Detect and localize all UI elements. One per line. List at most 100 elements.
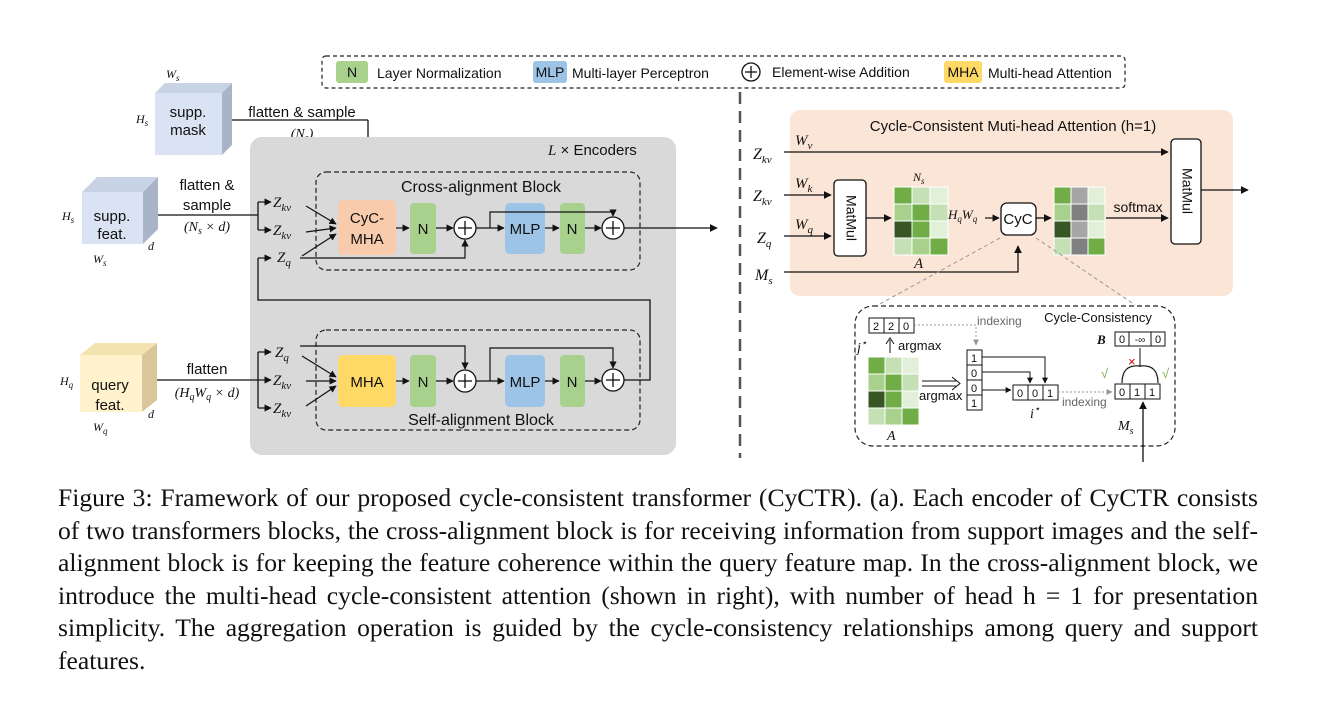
svg-text:1: 1: [971, 398, 977, 410]
support-feature-cube: supp. feat. Hs d Ws: [61, 177, 158, 268]
inset-matrix-a: [867, 356, 920, 426]
svg-text:0: 0: [903, 321, 909, 333]
svg-text:MatMul: MatMul: [1179, 168, 1195, 214]
support-mask-block: Ws supp. mask Hs: [135, 67, 232, 155]
legend-mha-text: Multi-head Attention: [988, 65, 1112, 81]
svg-text:0: 0: [1119, 334, 1125, 346]
svg-text:√: √: [1101, 366, 1109, 381]
legend-mha-swatch: [944, 61, 982, 83]
svg-text:1: 1: [1134, 387, 1140, 399]
svg-text:MatMul: MatMul: [843, 195, 859, 241]
svg-text:√: √: [1162, 366, 1170, 381]
row-i-star: 0 0 1: [1012, 384, 1059, 401]
self-alignment-title: Self-alignment Block: [408, 412, 555, 429]
cross-alignment-block: [315, 171, 641, 271]
svg-text:×: ×: [1128, 354, 1136, 369]
svg-text:Wv: Wv: [795, 133, 813, 152]
svg-text:argmax: argmax: [898, 338, 942, 353]
svg-text:d: d: [148, 407, 155, 421]
svg-text:Zq: Zq: [757, 230, 772, 250]
svg-text:CyC: CyC: [1003, 211, 1032, 228]
svg-text:supp.: supp.: [170, 104, 207, 121]
svg-text:MLP: MLP: [510, 374, 541, 391]
row-j-star: 2 2 0: [868, 317, 915, 334]
attention-matrix-a: [893, 186, 949, 256]
svg-text:j⋆: j⋆: [855, 338, 867, 356]
svg-text:1: 1: [971, 353, 977, 365]
encoders-label: L × Encoders: [547, 142, 637, 159]
svg-text:d: d: [148, 239, 155, 253]
svg-text:CyC-: CyC-: [350, 210, 384, 227]
svg-text:Zkv: Zkv: [273, 373, 291, 392]
cyc-mha-box: [338, 200, 396, 255]
svg-text:supp.: supp.: [94, 208, 131, 225]
svg-text:Zkv: Zkv: [753, 188, 772, 208]
svg-text:N: N: [418, 221, 429, 238]
svg-text:2: 2: [888, 321, 894, 333]
svg-text:indexing: indexing: [1062, 395, 1107, 409]
svg-text:B: B: [1096, 332, 1106, 347]
cross-norm-2: [560, 203, 585, 254]
flatten-sample-label: flatten & sample: [248, 104, 356, 121]
svg-text:mask: mask: [170, 122, 206, 139]
svg-text:Hs: Hs: [135, 112, 149, 128]
svg-text:softmax: softmax: [1113, 199, 1162, 215]
svg-text:0: 0: [1017, 388, 1023, 400]
attention-title: Cycle-Consistent Muti-head Attention (h=…: [870, 118, 1156, 135]
svg-text:Ws: Ws: [166, 67, 180, 83]
svg-text:feat.: feat.: [97, 226, 126, 243]
cyc-box: [1000, 202, 1037, 236]
svg-text:Hq: Hq: [59, 374, 74, 390]
cyctr-framework-figure: N Layer Normalization MLP Multi-layer Pe…: [59, 55, 1249, 462]
svg-text:flatten: flatten: [187, 361, 228, 378]
figure-caption: Figure 3: Framework of our proposed cycl…: [58, 483, 1258, 675]
self-alignment-block: [315, 329, 641, 431]
svg-text:MLP: MLP: [510, 221, 541, 238]
legend: N Layer Normalization MLP Multi-layer Pe…: [321, 55, 1126, 89]
svg-text:feat.: feat.: [95, 397, 124, 414]
svg-text:MHA: MHA: [350, 231, 383, 248]
matmul-box-2: [1170, 138, 1202, 245]
svg-text:indexing: indexing: [977, 314, 1022, 328]
svg-text:N: N: [418, 374, 429, 391]
svg-text:Zkv: Zkv: [273, 223, 291, 242]
svg-text:0: 0: [1119, 387, 1125, 399]
svg-text:sample: sample: [183, 197, 231, 214]
svg-text:2: 2: [873, 321, 879, 333]
svg-text:0: 0: [1032, 388, 1038, 400]
self-norm-2: [560, 355, 585, 407]
svg-text:A: A: [886, 429, 896, 444]
legend-border: [321, 55, 1126, 89]
svg-text:HqWq: HqWq: [947, 207, 978, 224]
row-b: 0 -∞ 0: [1114, 331, 1166, 347]
svg-text:Wq: Wq: [93, 420, 108, 436]
column-argmax: 1 0 0 1: [966, 349, 983, 411]
svg-text:(Ns × d): (Ns × d): [184, 220, 230, 237]
cycle-consistency-inset: [854, 305, 1176, 447]
svg-text:Zkv: Zkv: [273, 195, 291, 214]
svg-text:Zq: Zq: [275, 345, 289, 364]
svg-text:Hs: Hs: [61, 209, 75, 225]
cross-norm-1: [410, 203, 436, 254]
cross-mlp: [505, 203, 545, 254]
row-ms: 0 1 1: [1114, 383, 1161, 400]
svg-text:i⋆: i⋆: [1030, 404, 1040, 422]
svg-text:Wq: Wq: [795, 217, 814, 236]
svg-text:0: 0: [971, 368, 977, 380]
legend-mlp-key: MLP: [536, 64, 565, 80]
cycle-consistency-title: Cycle-Consistency: [1044, 310, 1152, 325]
svg-text:Ws: Ws: [93, 252, 107, 268]
svg-text:A: A: [913, 256, 924, 272]
svg-text:Wk: Wk: [795, 176, 814, 195]
svg-text:N: N: [567, 221, 578, 238]
legend-add-icon: [741, 62, 761, 82]
query-feature-cube: query feat. Hq d Wq: [59, 343, 157, 436]
self-mlp: [505, 355, 545, 407]
svg-text:Zq: Zq: [277, 250, 291, 269]
legend-norm-key: N: [347, 64, 357, 80]
self-mha-box: [338, 355, 396, 407]
cross-alignment-title: Cross-alignment Block: [401, 179, 562, 196]
svg-text:MHA: MHA: [350, 374, 383, 391]
legend-mlp-text: Multi-layer Perceptron: [572, 65, 709, 81]
legend-norm-swatch: [336, 61, 368, 83]
